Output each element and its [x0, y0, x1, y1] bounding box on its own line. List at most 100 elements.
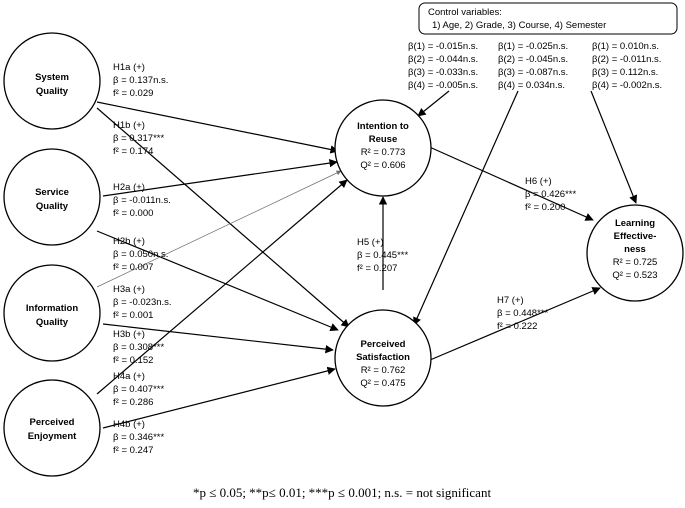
path-label-h5: H5 (+) β = 0.445*** f² = 0.207 [357, 237, 408, 274]
control-effects-intention: β(1) = -0.015n.s. β(2) = -0.044n.s. β(3)… [408, 41, 478, 91]
node-perceived-satisfaction: Perceived Satisfaction R² = 0.762 Q² = 0… [334, 309, 432, 407]
path-hypothesis: H4a (+) [113, 371, 145, 382]
control-effects-learning: β(1) = 0.010n.s. β(2) = -0.011n.s. β(3) … [592, 41, 662, 91]
node-stat-q2: Q² = 0.606 [360, 160, 405, 171]
path-effect-size: f² = 0.000 [113, 208, 153, 219]
path-effect-size: f² = 0.029 [113, 88, 153, 99]
node-information-quality: Information Quality [3, 264, 101, 362]
control-effect-line: β(1) = 0.010n.s. [592, 41, 659, 52]
path-label-h2b: H2b (+) β = 0.050n.s. f² = 0.007 [113, 236, 168, 273]
control-box-items: 1) Age, 2) Grade, 3) Course, 4) Semester [432, 20, 606, 31]
path-beta: β = 0.137n.s. [113, 75, 168, 86]
control-effect-line: β(3) = -0.033n.s. [408, 67, 478, 78]
node-label-line: Intention to [357, 121, 409, 132]
path-hypothesis: H1b (+) [113, 120, 145, 131]
edge-h6 [424, 144, 594, 221]
control-box-title: Control variables: [428, 7, 502, 18]
control-effect-line: β(1) = -0.025n.s. [498, 41, 568, 52]
path-beta: β = 0.426*** [525, 189, 576, 200]
node-stat-r2: R² = 0.773 [361, 147, 406, 158]
node-stat-q2: Q² = 0.475 [360, 378, 405, 389]
path-label-h3a: H3a (+) β = -0.023n.s. f² = 0.001 [113, 284, 172, 321]
path-effect-size: f² = 0.247 [113, 445, 153, 456]
node-label-line: Enjoyment [28, 431, 77, 442]
path-label-h3b: H3b (+) β = 0.308*** f² = 0.152 [113, 329, 164, 366]
path-beta: β = 0.445*** [357, 250, 408, 261]
edge-control-intention [417, 90, 450, 117]
path-effect-size: f² = 0.286 [113, 397, 153, 408]
path-label-h1b: H1b (+) β = 0.317*** f² = 0.174 [113, 120, 164, 157]
path-effect-size: f² = 0.207 [357, 263, 397, 274]
edge-h2b [96, 230, 339, 332]
node-label-line: System [35, 72, 69, 83]
path-beta: β = 0.407*** [113, 384, 164, 395]
edge-h1b [96, 107, 350, 328]
path-effect-size: f² = 0.007 [113, 262, 153, 273]
path-hypothesis: H2a (+) [113, 182, 145, 193]
control-effect-line: β(2) = -0.011n.s. [592, 54, 661, 65]
node-label-line: Quality [36, 317, 69, 328]
node-label-line: Reuse [369, 134, 398, 145]
node-label-line: Perceived [30, 417, 75, 428]
path-label-h2a: H2a (+) β = -0.011n.s. f² = 0.000 [113, 182, 171, 219]
node-stat-r2: R² = 0.762 [361, 365, 406, 376]
path-effect-size: f² = 0.222 [497, 321, 537, 332]
path-beta: β = 0.308*** [113, 342, 164, 353]
control-effect-line: β(3) = 0.112n.s. [592, 67, 658, 78]
path-label-h7: H7 (+) β = 0.448*** f² = 0.222 [497, 295, 548, 332]
node-label-line: ness [624, 244, 646, 255]
node-system-quality: System Quality [3, 32, 101, 130]
node-label-line: Service [35, 187, 69, 198]
path-effect-size: f² = 0.174 [113, 146, 153, 157]
path-hypothesis: H3a (+) [113, 284, 145, 295]
path-hypothesis: H6 (+) [525, 176, 552, 187]
control-effect-line: β(2) = -0.044n.s. [408, 54, 478, 65]
control-effect-line: β(3) = -0.087n.s. [498, 67, 568, 78]
path-hypothesis: H7 (+) [497, 295, 524, 306]
path-label-h4a: H4a (+) β = 0.407*** f² = 0.286 [113, 371, 164, 408]
node-stat-q2: Q² = 0.523 [612, 270, 657, 281]
control-effect-line: β(4) = -0.002n.s. [592, 80, 662, 91]
edge-h1a [96, 101, 339, 154]
path-label-h4b: H4b (+) β = 0.346*** f² = 0.247 [113, 419, 164, 456]
path-beta: β = 0.448*** [497, 308, 548, 319]
control-effect-line: β(4) = 0.034n.s. [498, 80, 565, 91]
control-variables-box: Control variables: 1) Age, 2) Grade, 3) … [418, 2, 678, 35]
significance-footnote: *p ≤ 0.05; **p≤ 0.01; ***p ≤ 0.001; n.s.… [193, 485, 492, 500]
edge-control-satisfaction [413, 90, 519, 326]
edge-h3b [102, 323, 334, 354]
path-beta: β = -0.011n.s. [113, 195, 171, 206]
edge-control-learning [590, 90, 638, 204]
edge-h7 [429, 287, 601, 361]
path-effect-size: f² = 0.152 [113, 355, 153, 366]
path-beta: β = 0.346*** [113, 432, 164, 443]
node-learning-effectiveness: Learning Effective- ness R² = 0.725 Q² =… [586, 204, 684, 302]
node-label-line: Information [26, 303, 78, 314]
edges [96, 90, 638, 429]
node-label-line: Perceived [361, 339, 406, 350]
path-hypothesis: H5 (+) [357, 237, 384, 248]
edge-h3a [96, 170, 342, 288]
node-label-line: Effective- [614, 231, 657, 242]
path-beta: β = -0.023n.s. [113, 297, 172, 308]
node-label-line: Quality [36, 86, 69, 97]
edge-h4b [102, 366, 336, 429]
path-beta: β = 0.050n.s. [113, 249, 168, 260]
control-effect-line: β(1) = -0.015n.s. [408, 41, 478, 52]
node-intention-to-reuse: Intention to Reuse R² = 0.773 Q² = 0.606 [334, 99, 432, 197]
edge-h4a [96, 179, 348, 395]
edge-h2a [102, 158, 338, 197]
path-hypothesis: H2b (+) [113, 236, 145, 247]
path-label-h1a: H1a (+) β = 0.137n.s. f² = 0.029 [113, 62, 168, 99]
path-label-h6: H6 (+) β = 0.426*** f² = 0.200 [525, 176, 576, 213]
path-beta: β = 0.317*** [113, 133, 164, 144]
path-effect-size: f² = 0.200 [525, 202, 565, 213]
node-label-line: Learning [615, 218, 655, 229]
control-effect-line: β(2) = -0.045n.s. [498, 54, 568, 65]
control-effects-satisfaction: β(1) = -0.025n.s. β(2) = -0.045n.s. β(3)… [498, 41, 568, 91]
node-label-line: Satisfaction [356, 352, 410, 363]
path-effect-size: f² = 0.001 [113, 310, 153, 321]
node-service-quality: Service Quality [3, 148, 101, 246]
path-hypothesis: H3b (+) [113, 329, 145, 340]
